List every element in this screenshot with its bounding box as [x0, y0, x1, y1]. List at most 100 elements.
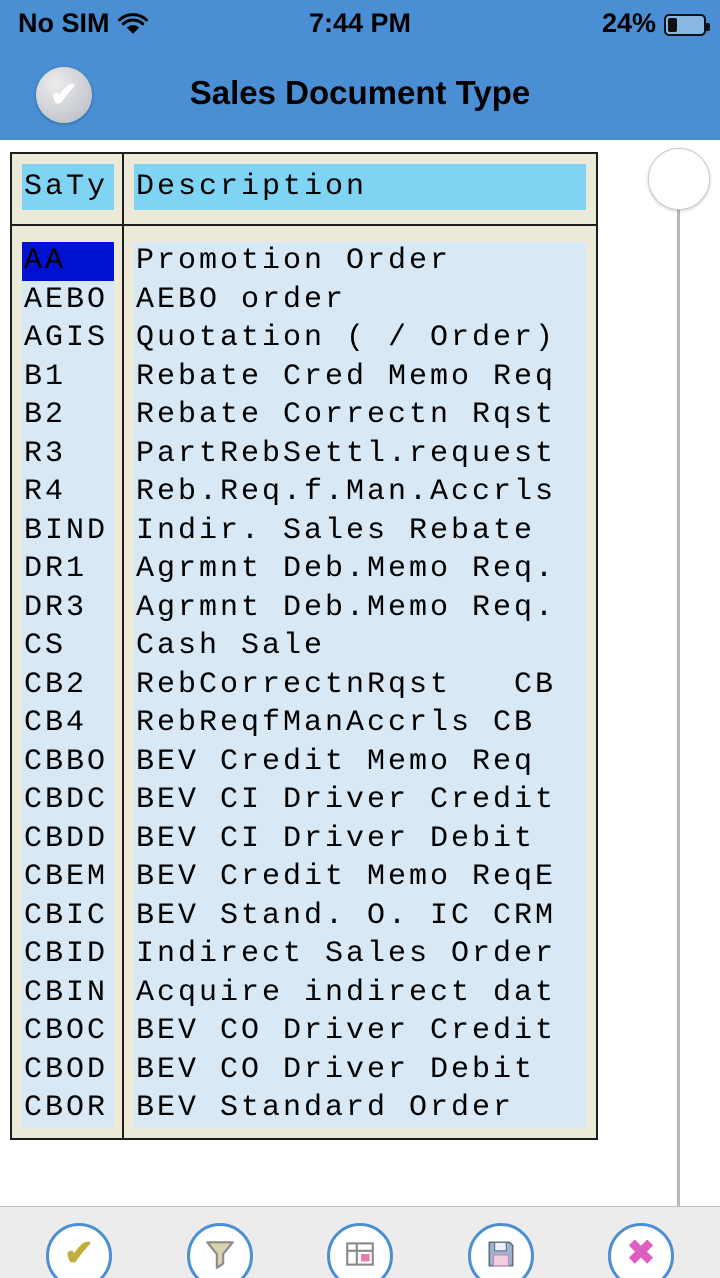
saty-cell[interactable]: AGIS [22, 319, 114, 358]
table-row[interactable]: AA Promotion Order [12, 242, 596, 281]
save-button[interactable] [467, 1223, 534, 1278]
description-cell[interactable]: BEV CI Driver Debit [134, 819, 586, 858]
description-cell[interactable]: Acquire indirect dat [134, 973, 586, 1012]
wifi-icon [117, 12, 148, 34]
description-cell[interactable]: BEV CO Driver Debit [134, 1050, 586, 1089]
table-row[interactable]: CBDC BEV CI Driver Credit [12, 781, 596, 820]
table-row[interactable]: BIND Indir. Sales Rebate [12, 511, 596, 550]
description-cell[interactable]: Quotation ( / Order) [134, 319, 586, 358]
description-cell[interactable]: BEV CO Driver Credit [134, 1012, 586, 1051]
column-header-saty: SaTy [22, 164, 114, 210]
grid-table-icon [346, 1242, 374, 1266]
table-row[interactable]: R4 Reb.Req.f.Man.Accrls [12, 473, 596, 512]
battery-icon [664, 13, 710, 36]
description-cell[interactable]: Promotion Order [134, 242, 586, 281]
table-row[interactable]: CB2 RebCorrectnRqst CB [12, 665, 596, 704]
saty-cell[interactable]: CBBO [22, 742, 114, 781]
battery-fill [668, 17, 678, 32]
description-cell[interactable]: RebCorrectnRqst CB [134, 665, 586, 704]
saty-cell[interactable]: BIND [22, 511, 114, 550]
scrollbar-thumb[interactable] [648, 148, 710, 210]
saty-cell[interactable]: DR1 [22, 550, 114, 589]
table-row[interactable]: CBOD BEV CO Driver Debit [12, 1050, 596, 1089]
saty-cell[interactable]: CBEM [22, 858, 114, 897]
bottom-toolbar: ✔ ✖ [0, 1206, 720, 1278]
filter-funnel-icon [205, 1241, 234, 1269]
column-divider [122, 154, 124, 1138]
confirm-selection-button[interactable]: ✔ [36, 67, 92, 123]
description-cell[interactable]: Indirect Sales Order [134, 935, 586, 974]
description-cell[interactable]: Rebate Correctn Rqst [134, 396, 586, 435]
carrier-label: No SIM [18, 8, 110, 38]
description-cell[interactable]: AEBO order [134, 280, 586, 319]
confirm-check-icon: ✔ [63, 1232, 95, 1273]
description-cell[interactable]: BEV Credit Memo ReqE [134, 858, 586, 897]
description-cell[interactable]: Rebate Cred Memo Req [134, 357, 586, 396]
description-cell[interactable]: Agrmnt Deb.Memo Req. [134, 550, 586, 589]
table-row[interactable]: CB4 RebReqfManAccrls CB [12, 704, 596, 743]
table-row[interactable]: CBIC BEV Stand. O. IC CRM [12, 896, 596, 935]
status-bar: 7:44 PM No SIM 24% [0, 0, 720, 48]
saty-cell[interactable]: CBDC [22, 781, 114, 820]
saty-cell[interactable]: R4 [22, 473, 114, 512]
description-cell[interactable]: BEV Stand. O. IC CRM [134, 896, 586, 935]
table-row[interactable]: AGIS Quotation ( / Order) [12, 319, 596, 358]
saty-cell[interactable]: CBOR [22, 1089, 114, 1128]
save-floppy-icon [488, 1241, 513, 1267]
table-row[interactable]: B1 Rebate Cred Memo Req [12, 357, 596, 396]
saty-cell[interactable]: R3 [22, 434, 114, 473]
saty-cell[interactable]: CBIC [22, 896, 114, 935]
description-cell[interactable]: RebReqfManAccrls CB [134, 704, 586, 743]
table-row[interactable]: DR1 Agrmnt Deb.Memo Req. [12, 550, 596, 589]
grid-layout-button[interactable] [327, 1223, 393, 1278]
cancel-x-icon: ✖ [626, 1234, 656, 1272]
table-row[interactable]: AEBO AEBO order [12, 280, 596, 319]
saty-cell[interactable]: CBDD [22, 819, 114, 858]
description-cell[interactable]: BEV Standard Order [134, 1089, 586, 1128]
page-title: Sales Document Type [189, 74, 531, 111]
saty-cell[interactable]: B1 [22, 357, 114, 396]
saty-cell[interactable]: DR3 [22, 588, 114, 627]
saty-cell[interactable]: AEBO [22, 280, 114, 319]
saty-cell[interactable]: CB2 [22, 665, 114, 704]
saty-cell[interactable]: CBIN [22, 973, 114, 1012]
description-cell[interactable]: PartRebSettl.request [134, 434, 586, 473]
table-row[interactable]: CBIN Acquire indirect dat [12, 973, 596, 1012]
description-cell[interactable]: Agrmnt Deb.Memo Req. [134, 588, 586, 627]
saty-cell[interactable]: CS [22, 627, 114, 666]
scrollbar-track[interactable] [677, 150, 680, 1206]
table-row[interactable]: CS Cash Sale [12, 627, 596, 666]
table-row[interactable]: R3 PartRebSettl.request [12, 434, 596, 473]
checkmark-icon: ✔ [49, 76, 79, 114]
description-cell[interactable]: BEV CI Driver Credit [134, 781, 586, 820]
saty-cell[interactable]: B2 [22, 396, 114, 435]
battery-percent: 24% [601, 8, 656, 38]
table-row[interactable]: B2 Rebate Correctn Rqst [12, 396, 596, 435]
nav-bar: ✔ Sales Document Type [0, 48, 720, 140]
description-cell[interactable]: BEV Credit Memo Req [134, 742, 586, 781]
cancel-button[interactable]: ✖ [608, 1223, 674, 1278]
table-row[interactable]: CBBO BEV Credit Memo Req [12, 742, 596, 781]
table-row[interactable]: CBOC BEV CO Driver Credit [12, 1012, 596, 1051]
table-row[interactable]: DR3 Agrmnt Deb.Memo Req. [12, 588, 596, 627]
filter-button[interactable] [186, 1223, 253, 1278]
saty-cell[interactable]: CBOD [22, 1050, 114, 1089]
saty-cell[interactable]: AA [22, 242, 114, 281]
description-cell[interactable]: Cash Sale [134, 627, 586, 666]
confirm-button[interactable]: ✔ [46, 1223, 112, 1278]
table-row[interactable]: CBEM BEV Credit Memo ReqE [12, 858, 596, 897]
table-row[interactable]: CBDD BEV CI Driver Debit [12, 819, 596, 858]
table-header: SaTy Description [12, 164, 596, 210]
description-cell[interactable]: Indir. Sales Rebate [134, 511, 586, 550]
header-separator [12, 224, 596, 226]
saty-cell[interactable]: CBID [22, 935, 114, 974]
saty-cell[interactable]: CBOC [22, 1012, 114, 1051]
table-row[interactable]: CBOR BEV Standard Order [12, 1089, 596, 1128]
description-cell[interactable]: Reb.Req.f.Man.Accrls [134, 473, 586, 512]
table-row[interactable]: CBID Indirect Sales Order [12, 935, 596, 974]
saty-cell[interactable]: CB4 [22, 704, 114, 743]
